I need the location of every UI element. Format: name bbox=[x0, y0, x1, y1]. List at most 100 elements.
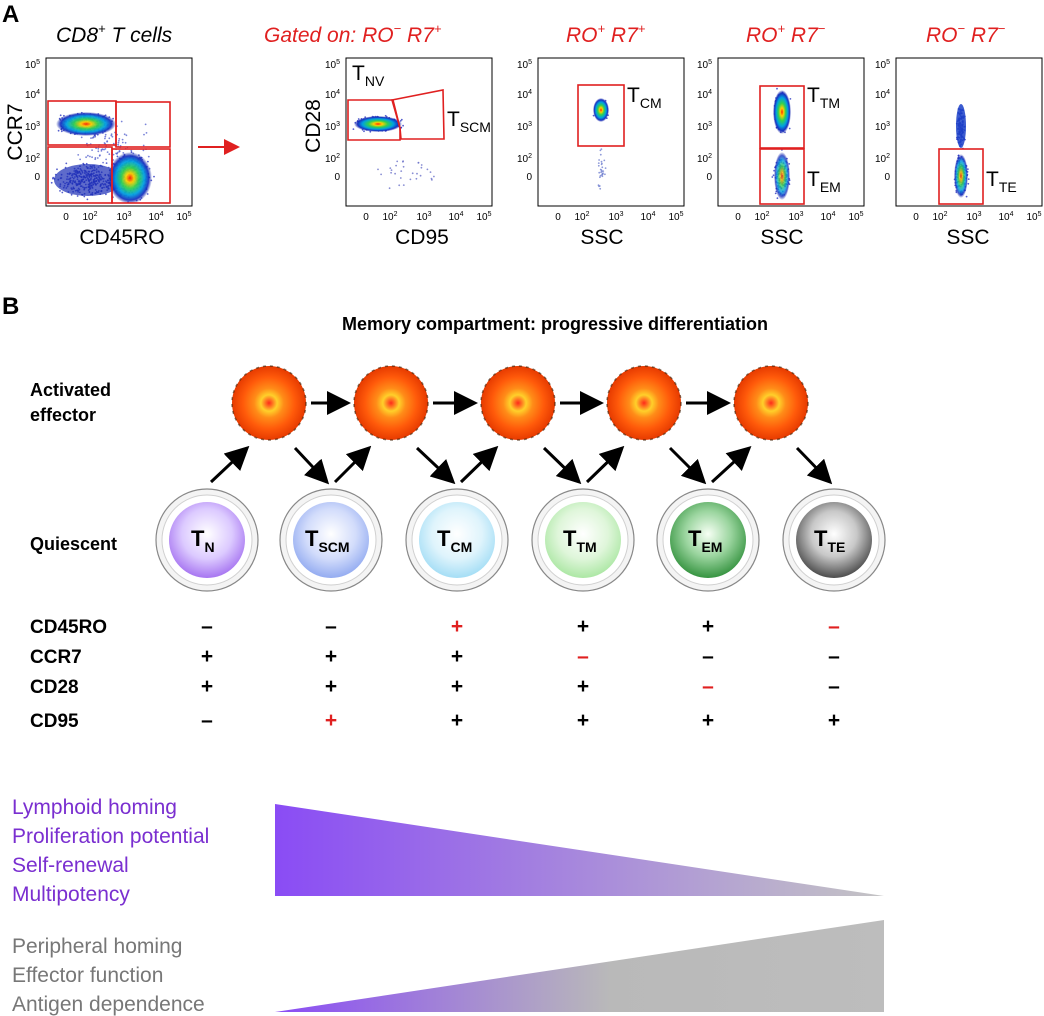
flow-plot-ttm-tem bbox=[717, 57, 865, 207]
flow-plot-ccr7-cd45ro bbox=[45, 57, 193, 207]
x-tick-label: 105 bbox=[1026, 211, 1041, 223]
activated-effector-cell bbox=[607, 366, 681, 440]
y-tick-label: 104 bbox=[697, 89, 712, 101]
marker-value: – bbox=[201, 709, 213, 732]
marker-value: + bbox=[577, 615, 589, 638]
y-tick-label: 104 bbox=[517, 89, 532, 101]
tem-gate-label: TEM bbox=[807, 168, 841, 195]
quiescent-cell-te: TTE bbox=[782, 488, 886, 592]
marker-value: + bbox=[325, 709, 337, 732]
gated-title: Gated on: RO− R7+ bbox=[264, 21, 442, 47]
y-tick-label: 105 bbox=[875, 59, 890, 71]
differentiation-arrows bbox=[209, 391, 833, 485]
activated-effector-row bbox=[231, 365, 809, 441]
marker-value: – bbox=[702, 675, 714, 698]
x-tick-label: 104 bbox=[148, 211, 163, 223]
quiescent-cell-row: TN TSCM TCM TTM TEM TTE bbox=[155, 488, 886, 592]
y-tick-label: 0 bbox=[884, 172, 890, 183]
x-tick-label: 103 bbox=[966, 211, 981, 223]
y-tick-label: 103 bbox=[697, 121, 712, 133]
differentiation-arrow bbox=[542, 446, 582, 485]
activation-arrow bbox=[710, 445, 752, 484]
x-tick-label: 102 bbox=[382, 211, 397, 223]
y-tick-label: 102 bbox=[517, 153, 532, 165]
y-tick-label: 103 bbox=[517, 121, 532, 133]
decreasing-trait: Multipotency bbox=[12, 883, 130, 906]
y-tick-label: 105 bbox=[517, 59, 532, 71]
x-tick-label: 105 bbox=[176, 211, 191, 223]
marker-name: CD28 bbox=[30, 677, 79, 698]
marker-value: + bbox=[451, 709, 463, 732]
x-tick-label: 102 bbox=[754, 211, 769, 223]
marker-value: + bbox=[451, 675, 463, 698]
plot1-xlabel: CD45RO bbox=[79, 226, 164, 249]
panel-b-title: Memory compartment: progressive differen… bbox=[342, 314, 768, 334]
plot4-xlabel: SSC bbox=[760, 226, 803, 249]
marker-value: – bbox=[577, 645, 589, 668]
y-tick-label: 0 bbox=[706, 172, 712, 183]
tcm-gate-label: TCM bbox=[627, 84, 662, 111]
quiescent-label: Quiescent bbox=[30, 534, 117, 554]
ttm-gate-label: TTM bbox=[807, 84, 840, 111]
marker-value: – bbox=[828, 615, 840, 638]
x-tick-label: 0 bbox=[555, 212, 561, 223]
marker-value: + bbox=[702, 709, 714, 732]
marker-value: – bbox=[702, 645, 714, 668]
x-tick-label: 0 bbox=[363, 212, 369, 223]
marker-value: – bbox=[201, 615, 213, 638]
marker-value: + bbox=[451, 615, 463, 638]
marker-value: + bbox=[201, 675, 213, 698]
y-tick-label: 0 bbox=[34, 172, 40, 183]
marker-value: – bbox=[828, 645, 840, 668]
x-tick-label: 103 bbox=[788, 211, 803, 223]
marker-table: CD45RO––+++–CCR7+++–––CD28++++––CD95–+++… bbox=[30, 615, 840, 732]
x-tick-label: 105 bbox=[476, 211, 491, 223]
x-tick-label: 104 bbox=[998, 211, 1013, 223]
y-tick-label: 102 bbox=[325, 153, 340, 165]
increasing-trait: Peripheral homing bbox=[12, 935, 182, 958]
quiescent-cell-scm: TSCM bbox=[279, 488, 383, 592]
y-tick-label: 105 bbox=[325, 59, 340, 71]
panel-b-label: B bbox=[2, 293, 19, 320]
differentiation-arrow bbox=[415, 446, 456, 485]
svg-text:TEM: TEM bbox=[688, 526, 722, 555]
marker-value: + bbox=[325, 675, 337, 698]
x-tick-label: 103 bbox=[116, 211, 131, 223]
quiescent-cell-n: TN bbox=[155, 488, 259, 592]
quiescent-cell-em: TEM bbox=[656, 488, 760, 592]
marker-name: CD45RO bbox=[30, 617, 107, 638]
panel-a-label: A bbox=[2, 1, 19, 28]
activated-effector-cell bbox=[232, 366, 306, 440]
marker-value: – bbox=[828, 675, 840, 698]
x-tick-label: 102 bbox=[932, 211, 947, 223]
y-tick-label: 103 bbox=[325, 121, 340, 133]
x-tick-label: 102 bbox=[574, 211, 589, 223]
gate-title-4: RO− R7− bbox=[926, 21, 1006, 47]
x-tick-label: 103 bbox=[416, 211, 431, 223]
svg-text:TCM: TCM bbox=[437, 526, 472, 555]
marker-value: + bbox=[325, 645, 337, 668]
gate-title-2: RO+ R7+ bbox=[566, 21, 646, 47]
x-tick-label: 104 bbox=[448, 211, 463, 223]
x-tick-label: 103 bbox=[608, 211, 623, 223]
y-tick-label: 104 bbox=[25, 89, 40, 101]
activation-arrow bbox=[333, 445, 372, 484]
tscm-gate-label: TSCM bbox=[447, 108, 491, 135]
svg-text:TTM: TTM bbox=[563, 526, 597, 555]
plot1-ylabel: CCR7 bbox=[4, 103, 27, 160]
svg-text:TSCM: TSCM bbox=[305, 526, 350, 555]
flow-plot-cd28-cd95 bbox=[345, 57, 493, 207]
gate-title-3: RO+ R7− bbox=[746, 21, 826, 47]
activated-effector-cell bbox=[734, 366, 808, 440]
marker-name: CD95 bbox=[30, 711, 79, 732]
plot3-xlabel: SSC bbox=[580, 226, 623, 249]
marker-value: + bbox=[828, 709, 840, 732]
marker-value: + bbox=[577, 675, 589, 698]
activated-effector-cell bbox=[354, 366, 428, 440]
increasing-trait: Effector function bbox=[12, 964, 163, 987]
y-tick-label: 103 bbox=[25, 121, 40, 133]
x-tick-label: 105 bbox=[848, 211, 863, 223]
y-tick-label: 103 bbox=[875, 121, 890, 133]
